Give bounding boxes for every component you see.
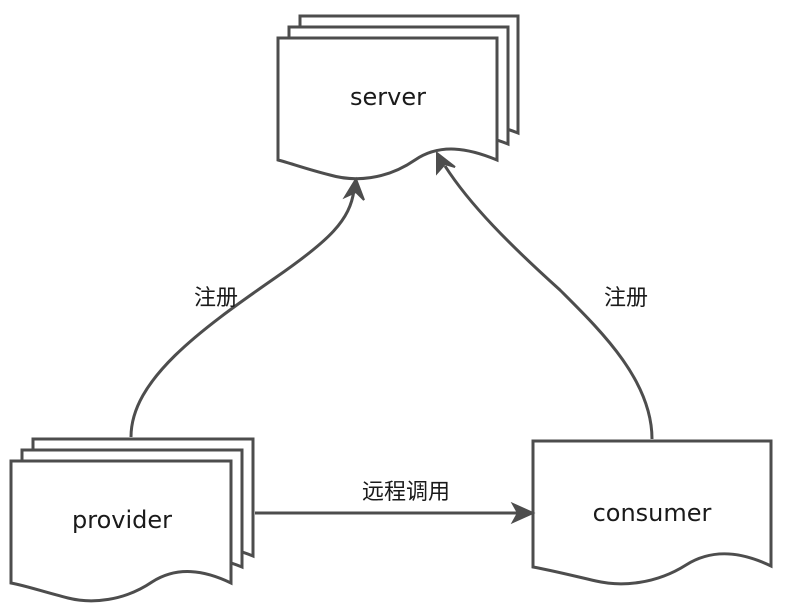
edge-consumer-to-server-line: [443, 165, 654, 440]
edge-consumer-to-server-arrowhead: [436, 150, 456, 176]
consumer-node: consumer: [531, 439, 773, 586]
edge-provider-to-server-label: 注册: [194, 286, 238, 311]
provider-label: provider: [72, 506, 172, 534]
edge-provider-to-server-arrowhead: [342, 176, 365, 201]
consumer-label: consumer: [593, 499, 712, 527]
edge-provider-to-consumer: 远程调用: [255, 480, 536, 525]
provider-node: provider: [9, 437, 255, 603]
edge-provider-to-consumer-label: 远程调用: [362, 480, 450, 505]
consumer-doc: [531, 439, 773, 586]
provider-doc-front: [9, 459, 233, 603]
server-doc-front: [276, 36, 499, 181]
edge-consumer-to-server: 注册: [436, 150, 654, 440]
edge-provider-to-server-line: [129, 189, 356, 438]
server-node: server: [276, 14, 520, 181]
edge-provider-to-consumer-arrowhead: [510, 501, 536, 525]
server-label: server: [350, 83, 426, 111]
edge-consumer-to-server-label: 注册: [604, 286, 648, 311]
edge-provider-to-server: 注册: [129, 176, 365, 438]
